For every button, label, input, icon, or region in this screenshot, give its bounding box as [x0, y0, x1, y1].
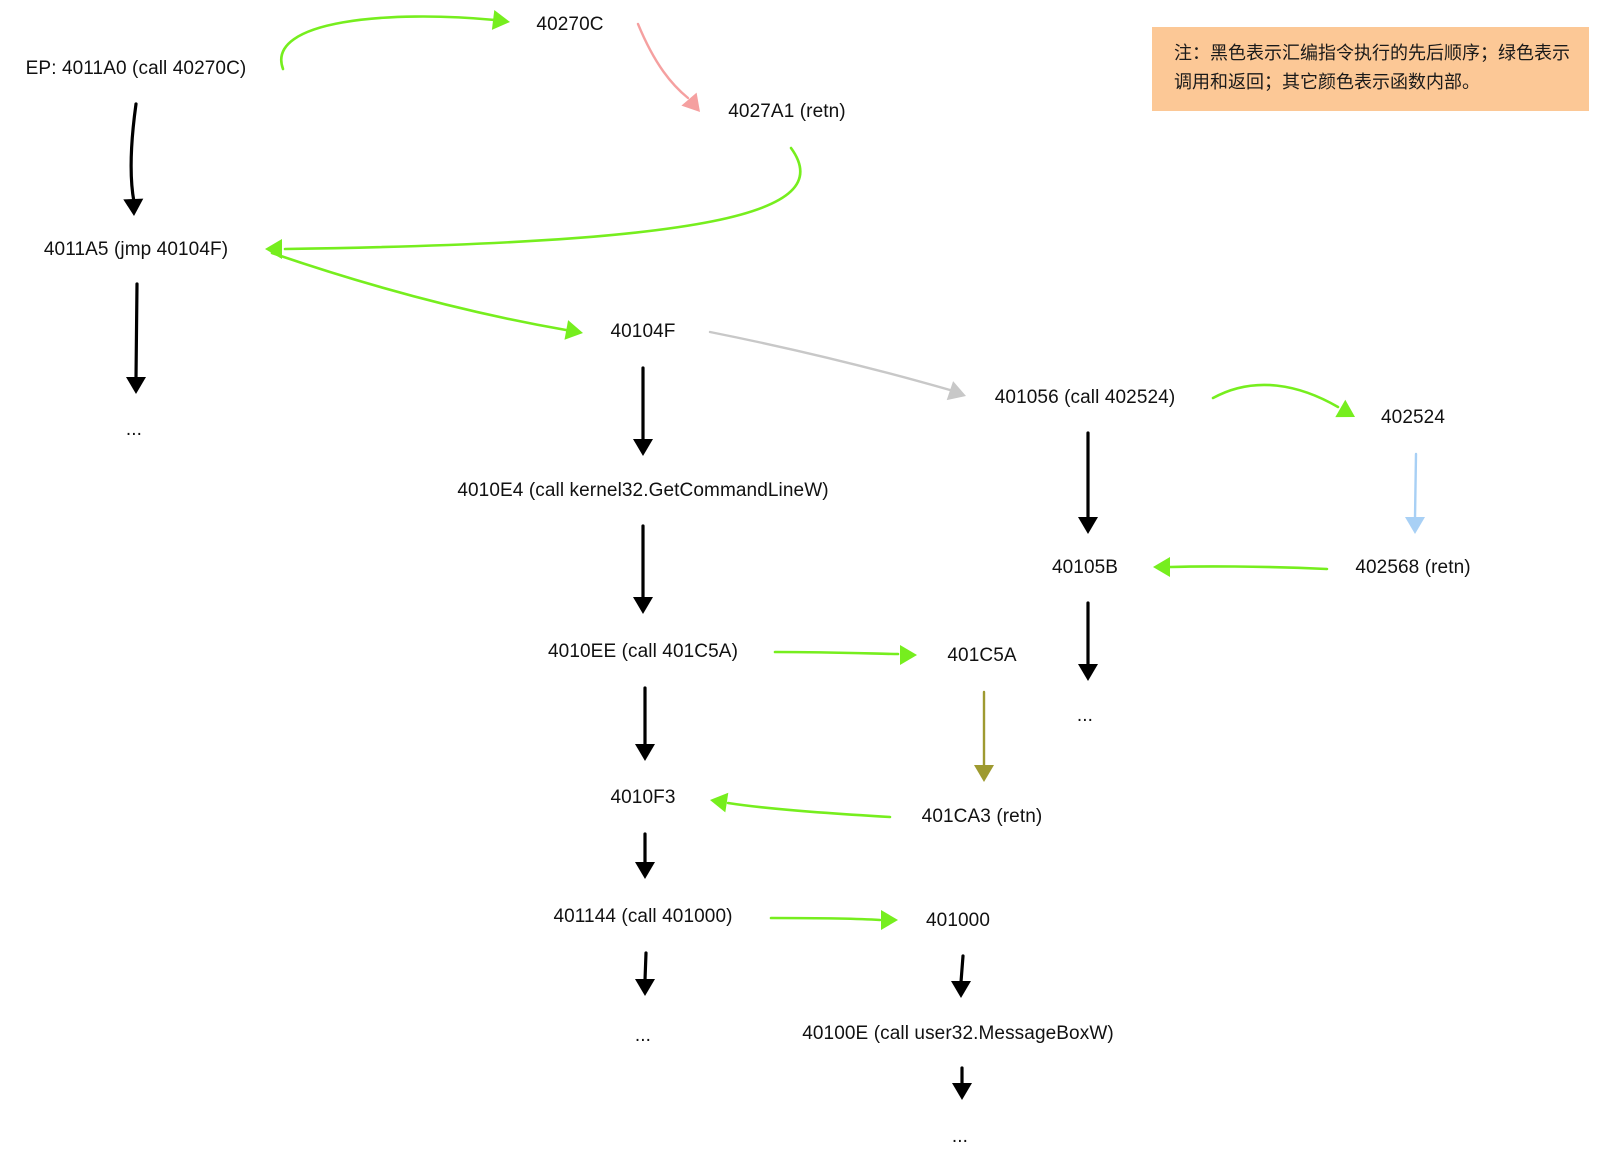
edge-seq-401144-to-ellipsis [635, 951, 655, 996]
node-ellipsis-right: ... [1076, 705, 1094, 726]
node-401c5a: 401C5A [947, 645, 1017, 666]
edge-line [279, 15, 497, 71]
edge-seq-401000-to-40100e [951, 954, 971, 998]
edge-line [959, 954, 965, 984]
edge-call-ep-to-40270c [279, 10, 510, 71]
edge-seq-ep-to-4011a5 [123, 102, 144, 216]
edge-line [643, 951, 648, 982]
edge-line [134, 282, 139, 380]
edge-line [1211, 383, 1340, 409]
arrowhead [974, 765, 994, 782]
node-4010ee: 4010EE (call 401C5A) [548, 641, 738, 662]
edge-line [769, 916, 882, 922]
arrowhead [633, 439, 653, 456]
node-401056: 401056 (call 402524) [994, 387, 1176, 408]
edge-ret-4027a1-to-4011a5 [265, 146, 802, 259]
node-402568: 402568 (retn) [1355, 557, 1471, 578]
arrowhead [1078, 664, 1098, 681]
edge-line [129, 102, 138, 204]
arrowhead [123, 198, 144, 216]
edge-line [270, 251, 568, 332]
edge-line [708, 330, 952, 392]
edge-call-401056-to-402524 [1211, 383, 1355, 418]
edge-seq-4011a5-to-ellipsis [126, 282, 146, 394]
edge-line [1168, 565, 1329, 571]
arrowhead [635, 979, 655, 996]
arrowhead [951, 981, 971, 998]
arrowhead [1335, 399, 1355, 418]
edge-seq-4010f3-to-401144 [635, 832, 655, 879]
edge-call-401144-to-401000 [769, 910, 898, 930]
node-40270c: 40270C [536, 14, 604, 35]
node-ellipsis-mid: ... [634, 1025, 652, 1046]
node-4027a1: 4027A1 (retn) [728, 101, 846, 122]
edge-line [1413, 452, 1418, 520]
arrowhead [881, 910, 898, 930]
arrowhead [952, 1083, 972, 1100]
edge-ret-401ca3-to-4010f3 [710, 792, 892, 819]
edge-seq-40100e-to-ellipsis [952, 1066, 972, 1100]
node-4011a5: 4011A5 (jmp 40104F) [43, 239, 229, 260]
arrowhead [946, 381, 966, 401]
node-402524: 402524 [1380, 407, 1446, 428]
node-ep-4011a0: EP: 4011A0 (call 40270C) [25, 58, 247, 79]
edge-seq-4010e4-to-4010ee [633, 524, 653, 614]
arrowhead [635, 744, 655, 761]
arrowhead [635, 862, 655, 879]
edge-seq-40105b-to-ellipsis [1078, 601, 1098, 681]
edge-call-4010ee-to-401c5a [773, 645, 917, 665]
node-401000: 401000 [925, 910, 991, 931]
edge-func-402524-to-402568 [1405, 452, 1425, 534]
node-ellipsis-bottom: ... [951, 1126, 969, 1147]
arrowhead [1078, 517, 1098, 534]
node-4010f3: 4010F3 [610, 787, 676, 808]
arrowhead [491, 10, 510, 30]
node-40104f: 40104F [610, 321, 676, 342]
arrowhead [1405, 517, 1425, 534]
arrowhead [564, 320, 583, 340]
arrowhead [1153, 557, 1170, 577]
edge-layer [123, 10, 1425, 1100]
node-40100e: 40100E (call user32.MessageBoxW) [802, 1023, 1114, 1044]
edge-line [726, 801, 892, 819]
edge-line [636, 22, 690, 100]
edge-seq-4010ee-to-4010f3 [635, 686, 655, 761]
edge-func-40270c-to-4027a1 [636, 22, 700, 112]
node-401144: 401144 (call 401000) [553, 906, 733, 927]
legend-note: 注：黑色表示汇编指令执行的先后顺序；绿色表示调用和返回；其它颜色表示函数内部。 [1152, 27, 1589, 111]
arrowhead [900, 645, 917, 665]
edge-func-401c5a-to-401ca3 [974, 690, 994, 782]
node-401ca3: 401CA3 (retn) [921, 806, 1043, 827]
edge-line [773, 650, 900, 656]
arrowhead [681, 92, 700, 112]
node-40105b: 40105B [1051, 557, 1119, 578]
node-ellipsis-left: ... [125, 419, 143, 440]
edge-seq-401056-to-40105b [1078, 431, 1098, 534]
node-4010e4: 4010E4 (call kernel32.GetCommandLineW) [457, 480, 829, 501]
arrowhead [126, 377, 146, 394]
edge-ret-402568-to-40105b [1153, 557, 1329, 577]
arrowhead [633, 597, 653, 614]
edge-func-40104f-to-401056 [708, 330, 966, 401]
edge-seq-40104f-to-4010e4 [633, 366, 653, 456]
arrowhead [710, 792, 729, 813]
edge-jmp-4011a5-to-40104f [270, 251, 583, 340]
edge-line [283, 146, 802, 251]
